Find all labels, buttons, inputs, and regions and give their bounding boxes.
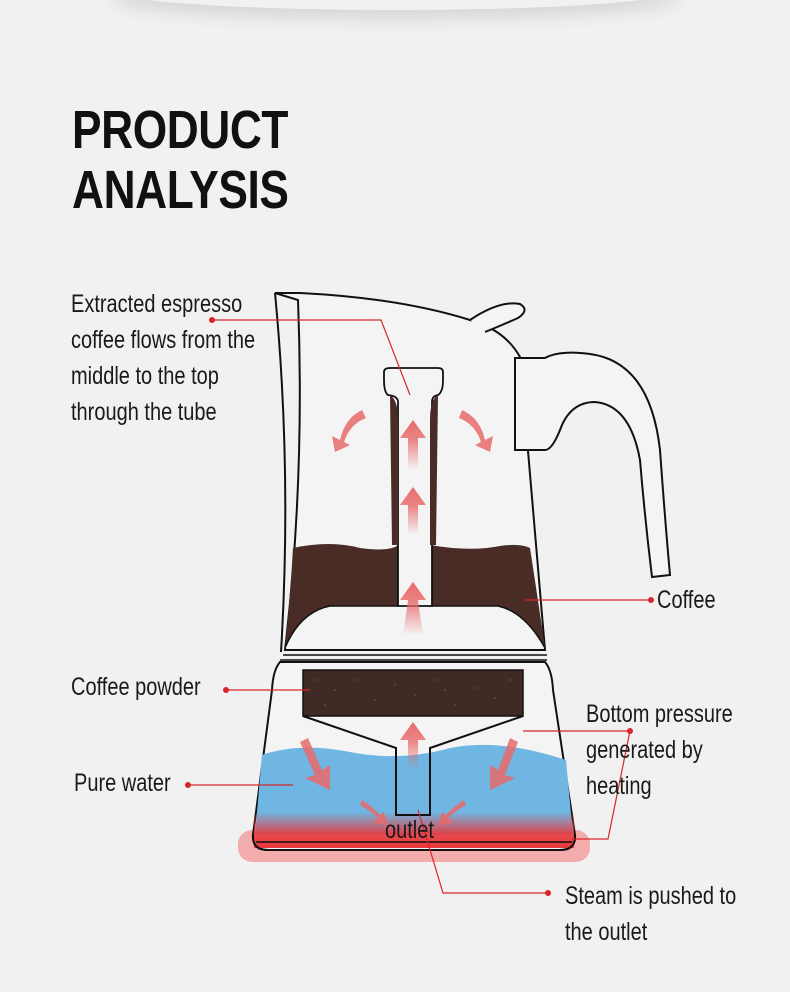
arrow-curve-right-icon: [459, 410, 493, 452]
label-coffee-powder: Coffee powder: [71, 673, 201, 701]
leader-dots: [185, 317, 654, 896]
label-line: generated by: [586, 736, 703, 764]
label-line: coffee flows from the: [71, 326, 256, 354]
arrow-down-right-icon: [300, 738, 330, 790]
label-line: Extracted espresso: [71, 290, 243, 318]
arrow-down-left-icon: [490, 738, 518, 790]
center-tube: [383, 367, 444, 607]
lid-knob: [469, 302, 526, 333]
coffee-powder: [302, 669, 524, 717]
arrow-up-icon: [400, 420, 426, 470]
handle: [514, 351, 672, 579]
label-line: middle to the top: [71, 362, 219, 390]
arrow-up-icon: [400, 487, 426, 535]
powder-texture: [314, 679, 511, 706]
label-line: Steam is pushed to: [565, 882, 737, 910]
leader-lines: [188, 319, 651, 894]
arrow-small-left-icon: [438, 800, 466, 826]
funnel: [302, 715, 524, 816]
label-extracted: Extracted espresso coffee flows from the…: [71, 286, 255, 430]
label-pure-water: Pure water: [74, 769, 171, 797]
flow-arrows: [400, 420, 426, 770]
label-line: the outlet: [565, 918, 648, 946]
arrow-curve-left-icon: [332, 410, 366, 452]
label-line: heating: [586, 772, 652, 800]
arrow-small-right-icon: [360, 800, 388, 826]
label-bottom-pressure: Bottom pressure generated by heating: [586, 696, 733, 804]
title-line-1: PRODUCT: [72, 100, 289, 160]
title-line-2: ANALYSIS: [72, 160, 289, 220]
curved-arrows: [300, 410, 518, 826]
label-outlet: outlet: [385, 816, 434, 844]
arrow-up-icon: [400, 722, 426, 770]
label-steam: Steam is pushed to the outlet: [565, 878, 736, 950]
arrow-up-icon: [400, 582, 426, 635]
label-line: through the tube: [71, 398, 217, 426]
label-coffee: Coffee: [657, 586, 716, 614]
label-line: Bottom pressure: [586, 700, 733, 728]
